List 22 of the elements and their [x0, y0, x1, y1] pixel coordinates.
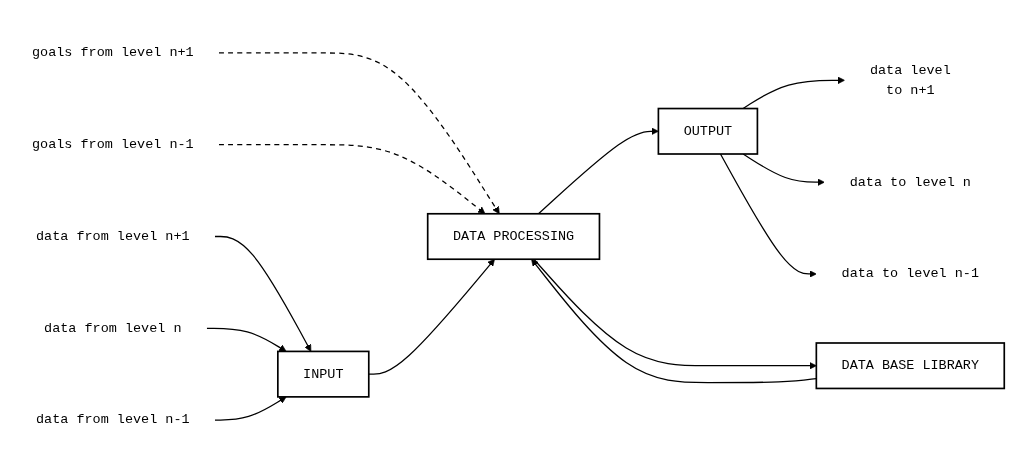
node-text: data from level n-1 — [36, 412, 190, 428]
arrow — [742, 76, 845, 110]
node-text: goals from level n-1 — [31, 137, 194, 153]
node-box: DATA PROCESSING — [426, 212, 601, 261]
node-box: DATA BASE LIBRARY — [815, 342, 1006, 390]
arrow — [719, 153, 817, 278]
node-box: INPUT — [277, 350, 370, 398]
arrow — [206, 327, 287, 352]
node-text: data to level n-1 — [841, 266, 980, 282]
arrow — [214, 235, 312, 352]
arrow — [368, 258, 495, 375]
arrow — [218, 144, 486, 215]
arrow — [214, 396, 287, 421]
node-text: data to level n — [849, 174, 971, 190]
node-text: data level to n+1 — [869, 62, 951, 99]
node-box: OUTPUT — [657, 107, 759, 155]
arrow — [218, 52, 500, 215]
arrow — [537, 127, 659, 215]
node-text: data from level n+1 — [36, 228, 190, 245]
node-text: data from level n — [44, 320, 182, 336]
node-text: goals from level n+1 — [31, 45, 194, 61]
arrow — [742, 153, 825, 186]
